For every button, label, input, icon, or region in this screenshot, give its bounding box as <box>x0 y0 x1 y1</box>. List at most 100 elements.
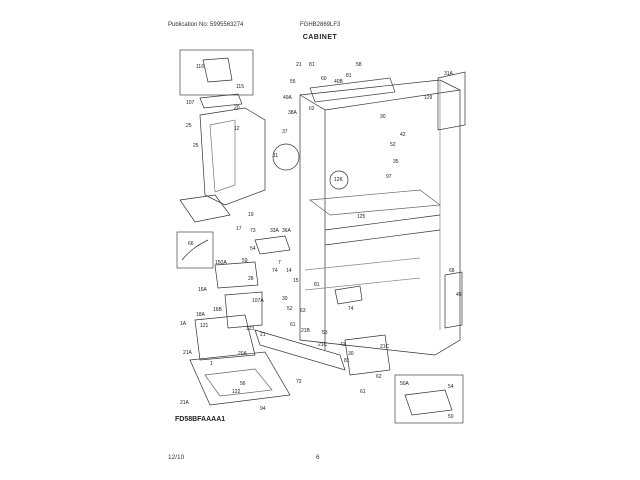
callout-42: 42 <box>400 132 406 138</box>
callout-52: 52 <box>390 142 396 148</box>
callout-15: 15 <box>293 278 299 284</box>
callout-25b: 25 <box>193 143 199 149</box>
callout-30c: 30 <box>348 351 354 357</box>
callout-20: 20 <box>234 105 240 111</box>
callout-116: 116 <box>196 64 204 70</box>
callout-61: 61 <box>290 322 296 328</box>
callout-81: 81 <box>309 62 315 68</box>
callout-33A: 33A <box>270 228 280 234</box>
footer-page-number: 6 <box>316 454 320 461</box>
callout-62b: 62 <box>376 374 382 380</box>
diagram-part-code: FD58BFAAAA1 <box>175 416 226 423</box>
callout-72: 72 <box>296 379 302 385</box>
callout-28: 28 <box>248 276 254 282</box>
callout-115: 115 <box>236 84 244 90</box>
callout-14: 14 <box>286 268 292 274</box>
inset-box-wire <box>176 231 214 269</box>
callout-21C-b: 21C <box>380 344 390 350</box>
air-duct-assembly <box>199 107 266 206</box>
bracket-assembly <box>194 314 256 361</box>
callout-50A: 50A <box>400 381 410 387</box>
callout-30: 30 <box>380 114 386 120</box>
inset-circle-11 <box>272 143 300 171</box>
callout-73: 73 <box>250 228 256 234</box>
callout-53: 53 <box>322 330 328 336</box>
callout-63: 63 <box>300 308 306 314</box>
callout-68: 68 <box>449 268 455 274</box>
callout-35: 35 <box>393 159 399 165</box>
callout-21-b: 21 <box>260 332 266 338</box>
callout-21C: 21C <box>318 342 328 348</box>
cabinet-outline <box>299 79 461 356</box>
callout-59: 59 <box>242 258 248 264</box>
callout-18A: 18A <box>196 312 206 318</box>
callout-74b: 74 <box>348 306 354 312</box>
callout-16A: 16A <box>198 287 208 293</box>
callout-107: 107 <box>186 100 195 106</box>
callout-81b: 81 <box>346 73 352 79</box>
callout-1: 1 <box>210 361 213 367</box>
callout-121: 121 <box>200 323 209 329</box>
callout-1A: 1A <box>180 321 187 327</box>
callout-56: 56 <box>240 381 246 387</box>
toe-grille-rail <box>254 329 346 371</box>
callout-58: 58 <box>356 62 362 68</box>
callout-31A: 31A <box>444 71 454 77</box>
callout-labels: 116 115 107 20 12 25 25 17 19 73 33A 36A… <box>180 62 462 420</box>
side-panel-part <box>444 271 463 329</box>
publication-number: Publication No: 5995563274 <box>168 22 244 28</box>
control-panel-part <box>437 71 466 131</box>
callout-97: 97 <box>386 174 392 180</box>
callout-122: 122 <box>232 389 241 395</box>
callout-19: 19 <box>248 212 254 218</box>
callout-25: 25 <box>186 123 192 129</box>
callout-94: 94 <box>260 406 266 412</box>
callout-36A: 36A <box>282 228 292 234</box>
callout-125: 125 <box>357 214 366 220</box>
callout-81d: 81 <box>344 358 350 364</box>
callout-38A: 38A <box>288 110 298 116</box>
lower-hinge <box>344 334 391 376</box>
callout-20A: 20A <box>238 351 248 357</box>
callout-50: 50 <box>448 414 454 420</box>
callout-150A: 150A <box>215 260 227 266</box>
callout-12: 12 <box>234 126 240 132</box>
callout-16B: 16B <box>213 307 223 313</box>
footer-date: 12/10 <box>168 454 185 461</box>
callout-54: 54 <box>250 246 256 252</box>
model-number: FGHB2869LF3 <box>300 22 341 28</box>
callout-21A: 21A <box>183 350 193 356</box>
callout-17: 17 <box>236 226 242 232</box>
callout-60: 60 <box>321 76 327 82</box>
callout-42b: 42 <box>340 342 346 348</box>
callout-123: 123 <box>246 326 255 332</box>
callout-62: 62 <box>309 106 315 112</box>
callout-21: 21 <box>296 62 302 68</box>
callout-74: 74 <box>272 268 278 274</box>
callout-7: 7 <box>278 260 281 266</box>
inset-box-top-left <box>179 49 254 96</box>
callout-66: 66 <box>188 241 194 247</box>
callout-55: 55 <box>290 79 296 85</box>
dispenser-panel <box>189 351 291 406</box>
callout-54b: 54 <box>448 384 454 390</box>
callout-40B: 40B <box>334 79 344 85</box>
callout-30b: 30 <box>282 296 288 302</box>
callout-37: 37 <box>282 129 288 135</box>
callout-11: 11 <box>273 153 278 159</box>
callout-21B: 21B <box>301 328 311 334</box>
callout-129: 129 <box>424 95 433 101</box>
callout-12K: 12K <box>334 177 344 183</box>
callout-45: 45 <box>456 292 462 298</box>
callout-81c: 81 <box>314 282 320 288</box>
inset-circle-12k <box>329 170 349 190</box>
control-housing <box>214 261 259 289</box>
callout-21A-b: 21A <box>180 400 190 406</box>
callout-52b: 52 <box>287 306 293 312</box>
callout-49A: 49A <box>283 95 293 101</box>
callout-61b: 61 <box>360 389 366 395</box>
inset-box-bracket <box>394 374 464 424</box>
callout-107A: 107A <box>252 298 264 304</box>
section-title: CABINET <box>302 34 338 41</box>
